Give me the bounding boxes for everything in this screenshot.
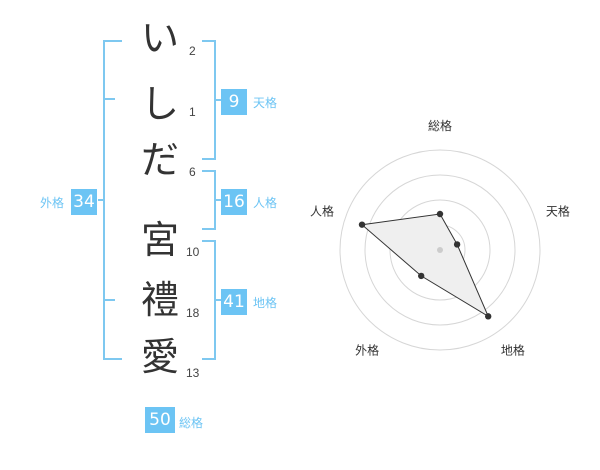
stroke-count-5: 18: [186, 306, 200, 320]
char-6: 愛: [140, 335, 179, 379]
radar-point-2: [453, 241, 461, 248]
gaikaku-bracket-tick: [98, 199, 105, 201]
chikaku-bracket-tick: [214, 299, 222, 301]
jinkaku-label: 人格: [253, 196, 278, 210]
char-5: 禮: [140, 278, 179, 322]
tenkaku-label: 天格: [253, 96, 278, 110]
radar-center-dot: [437, 247, 443, 253]
stroke-count-6: 13: [186, 366, 200, 380]
stroke-count-3: 6: [189, 165, 196, 179]
char-2: し: [140, 82, 179, 126]
radar-point-1: [436, 210, 444, 218]
radar-axis-label-4: 外格: [355, 342, 379, 357]
soukaku-label: 総格: [179, 416, 204, 430]
radar-ring: [364, 174, 516, 326]
radar-point-5: [358, 221, 366, 228]
radar-area: [360, 213, 490, 318]
gaikaku-label: 外格: [40, 196, 65, 210]
chikaku-label: 地格: [253, 296, 278, 310]
radar-axis-label-2: 天格: [546, 204, 570, 219]
char-4: 宮: [140, 218, 179, 262]
radar-axis-label-3: 地格: [501, 342, 525, 357]
radar-ring: [389, 199, 491, 301]
tenkaku-value: 9: [221, 89, 247, 115]
gaikaku-bracket: [103, 40, 122, 360]
stroke-count-1: 2: [189, 44, 196, 58]
radar-ring: [339, 149, 541, 351]
gaikaku-value: 34: [71, 189, 97, 215]
radar-axis-label-5: 人格: [310, 204, 334, 219]
jinkaku-value: 16: [221, 189, 247, 215]
gaikaku-inner-tick-2: [103, 299, 115, 301]
char-1: い: [140, 16, 179, 60]
radar-point-3: [484, 313, 492, 320]
jinkaku-bracket-tick: [214, 199, 222, 201]
stroke-count-4: 10: [186, 245, 200, 259]
tenkaku-bracket-tick: [214, 99, 222, 101]
radar-points: [358, 210, 492, 320]
gaikaku-inner-tick-1: [103, 98, 115, 100]
radar-point-4: [417, 272, 425, 280]
chikaku-value: 41: [221, 289, 247, 315]
radar-axis-label-1: 総格: [428, 118, 452, 133]
char-3: だ: [140, 138, 179, 182]
stroke-count-2: 1: [189, 105, 196, 119]
soukaku-value: 50: [145, 407, 175, 433]
